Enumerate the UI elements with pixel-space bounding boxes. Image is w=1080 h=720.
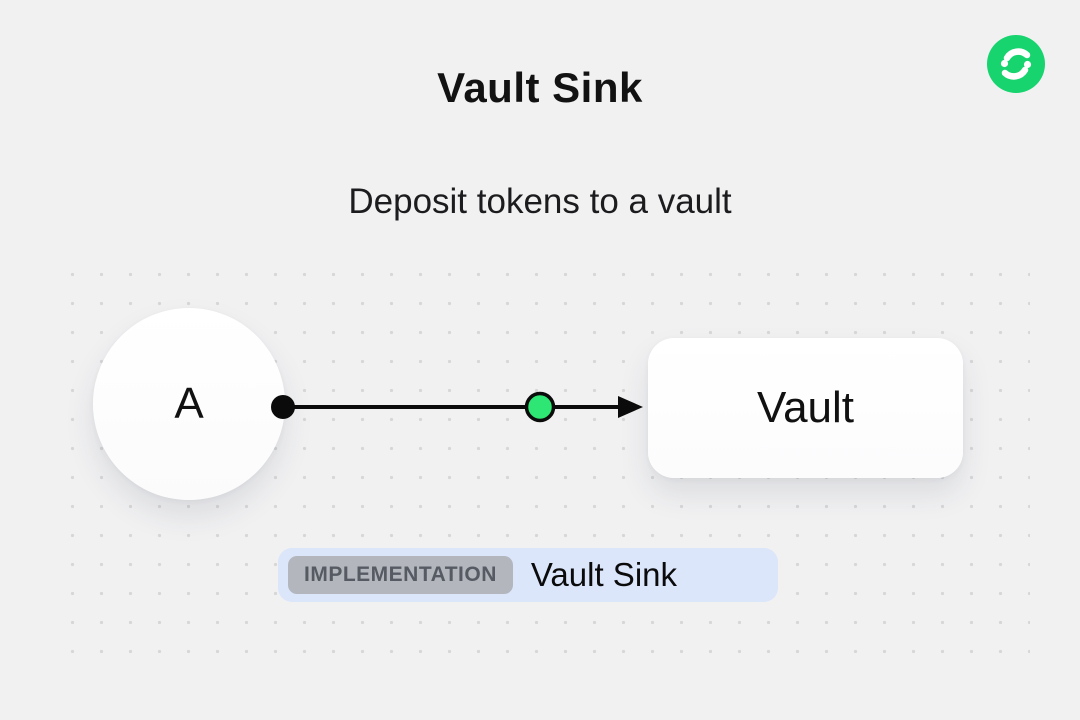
- brand-logo-icon: [987, 35, 1045, 93]
- node-source-label: A: [174, 379, 204, 428]
- implementation-label: Vault Sink: [530, 556, 678, 593]
- implementation-tag: IMPLEMENTATION: [288, 556, 513, 594]
- implementation-badge: IMPLEMENTATION Vault Sink: [278, 548, 778, 602]
- page-title: Vault Sink: [437, 64, 643, 111]
- page-subtitle: Deposit tokens to a vault: [348, 182, 732, 221]
- node-source-a: A: [93, 308, 285, 500]
- node-target-vault: Vault: [648, 338, 963, 478]
- node-target-label: Vault: [756, 383, 855, 432]
